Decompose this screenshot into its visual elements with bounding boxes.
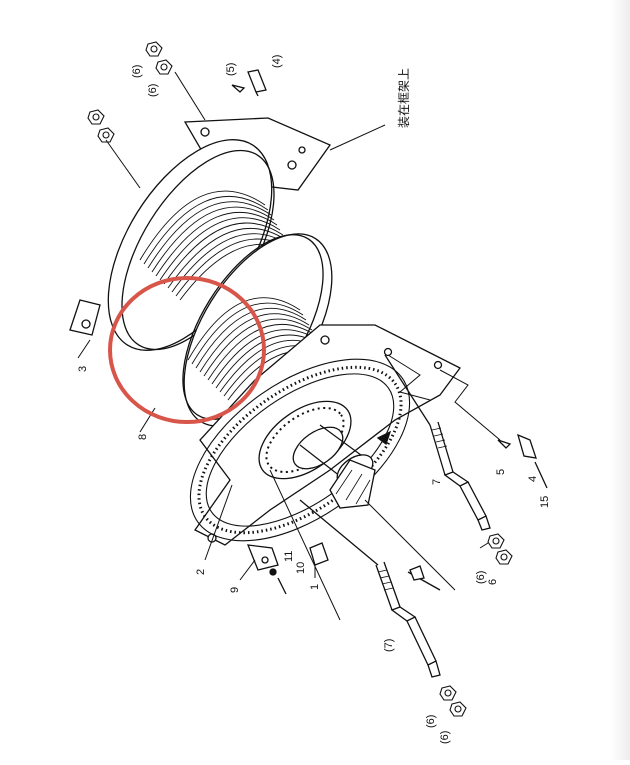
callout-6: (6) [147, 84, 159, 97]
callout-7: (7) [383, 639, 395, 652]
callout-5: (5) [225, 63, 237, 76]
side-note: 装在框架上 [397, 68, 411, 128]
highlight-circle [108, 276, 266, 424]
hub-assembly [258, 400, 392, 509]
callout-15: 15 [539, 496, 551, 508]
callout-1: 1 [309, 584, 321, 590]
bracket-9-10-11 [246, 542, 329, 595]
shaft-upper-7 [384, 354, 491, 531]
callout-9: 9 [229, 587, 241, 593]
leader-lines [77, 71, 501, 621]
callout-6: (6) [475, 571, 487, 584]
page-edge-shadow [610, 0, 630, 760]
callout-6: (6) [425, 715, 437, 728]
callout-3: 3 [77, 366, 89, 372]
callout-6: (6) [439, 731, 451, 744]
nuts [87, 41, 513, 717]
callout-6: 6 [487, 579, 499, 585]
callout-labels: (6) (6) (5) (4) 装在框架上 3 8 2 9 11 10 1 7 … [77, 55, 551, 744]
callout-5: 5 [495, 469, 507, 475]
callout-10: 10 [295, 562, 307, 574]
callout-4: 4 [527, 476, 539, 482]
callout-8: 8 [137, 434, 149, 440]
callout-4: (4) [271, 55, 283, 68]
callout-11: 11 [283, 551, 295, 562]
callout-2: 2 [195, 569, 207, 575]
shaft-lower-7 [299, 499, 441, 678]
callout-7: 7 [431, 479, 443, 485]
callout-6: (6) [131, 65, 143, 78]
pin-4-5-lower [407, 433, 548, 591]
pin-4-5-upper [231, 69, 267, 97]
